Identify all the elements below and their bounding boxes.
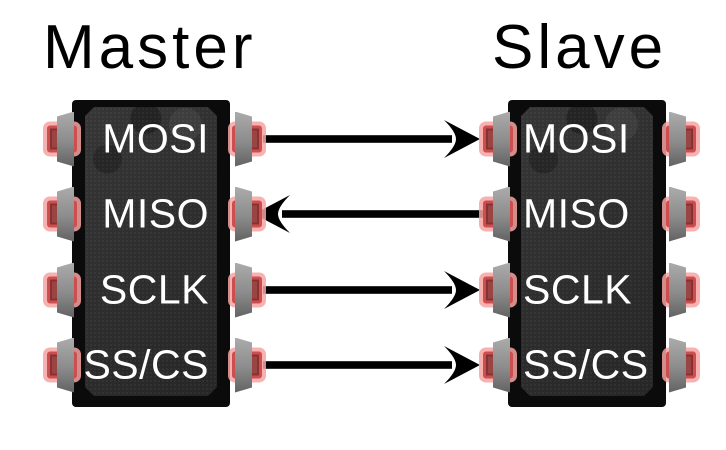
slave-right-pin-2-icon <box>666 200 696 228</box>
slave-pin-label-miso: MISO <box>523 190 630 237</box>
slave-chip-face <box>521 107 653 396</box>
master-left-pin-1-icon <box>47 125 77 153</box>
master-left-pin-2-icon <box>47 200 77 228</box>
miso-arrow-left-icon <box>254 195 485 233</box>
slave-right-pin-1-icon <box>666 125 696 153</box>
slave-pin-label-sclk: SCLK <box>523 266 633 313</box>
slave-right-pin-3-icon <box>666 276 696 304</box>
slave-mosi-pin-icon <box>483 125 513 153</box>
master-chip-face <box>85 107 217 396</box>
slave-miso-pin-icon <box>483 200 513 228</box>
slave-chip: MOSI MISO SCLK SS/CS <box>508 100 666 407</box>
slave-title: Slave <box>492 13 668 82</box>
master-mosi-pin-icon <box>232 125 262 153</box>
master-chip: MOSI MISO SCLK SS/CS <box>72 100 230 407</box>
master-miso-pin-icon <box>232 200 262 228</box>
sclk-arrow-right-icon <box>263 271 480 309</box>
mosi-arrow-right-icon <box>263 120 480 158</box>
slave-right-pin-4-icon <box>666 351 696 379</box>
master-pin-label-mosi: MOSI <box>102 115 209 162</box>
slave-pin-label-sscs: SS/CS <box>523 341 649 388</box>
slave-sclk-pin-icon <box>483 276 513 304</box>
sscs-arrow-right-icon <box>263 346 480 384</box>
master-sscs-pin-icon <box>232 351 262 379</box>
master-pin-label-sscs: SS/CS <box>83 341 209 388</box>
slave-sscs-pin-icon <box>483 351 513 379</box>
master-pin-label-miso: MISO <box>102 190 209 237</box>
master-sclk-pin-icon <box>232 276 262 304</box>
master-left-pin-4-icon <box>47 351 77 379</box>
master-left-pin-3-icon <box>47 276 77 304</box>
slave-pin-label-mosi: MOSI <box>523 115 630 162</box>
master-title: Master <box>43 13 257 82</box>
master-pin-label-sclk: SCLK <box>99 266 209 313</box>
